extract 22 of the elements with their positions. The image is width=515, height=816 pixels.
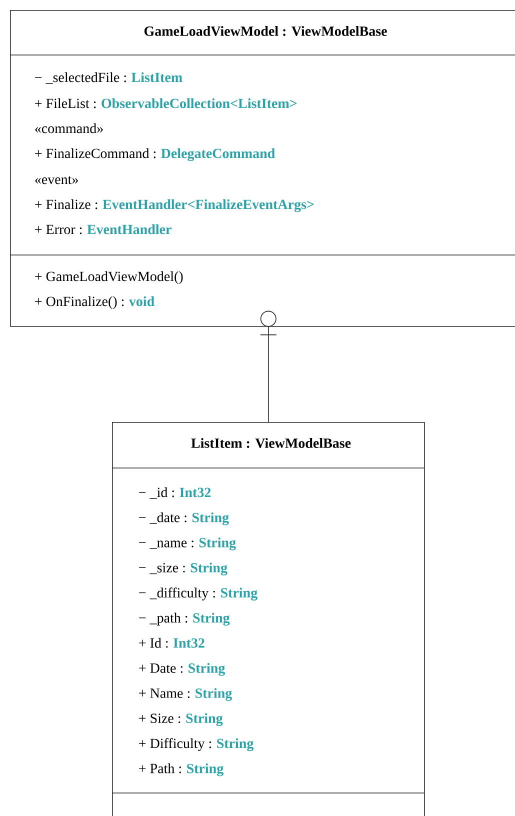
member-row: + Difficulty : String [139, 738, 254, 752]
member-row: − _selectedFile : ListItem [35, 72, 182, 84]
member-row: − _size : String [139, 562, 228, 576]
member-row: − _difficulty : String [139, 588, 258, 600]
member-row: + Size : String [139, 713, 223, 726]
member-row: + Finalize : EventHandler<FinalizeEventArgs> [35, 199, 314, 212]
nesting-connector [260, 310, 277, 422]
member-row: + Date : String [139, 662, 226, 676]
member-row: «event» [35, 176, 78, 184]
member-row: + Error : EventHandler [35, 224, 172, 234]
member-row: + Path : String [139, 763, 224, 776]
member-row: + Name : String [139, 688, 232, 701]
member-row: − _date : String [139, 512, 229, 526]
member-row: − _name : String [139, 537, 236, 550]
member-row: + Id : Int32 [139, 638, 204, 648]
member-row: «command» [35, 123, 103, 134]
member-row: + FileList : ObservableCollection<ListItem> [35, 98, 297, 108]
member-row: + FinalizeCommand : DelegateCommand [35, 148, 275, 162]
member-row: − _id : Int32 [139, 487, 211, 499]
member-row: − _path : String [139, 612, 230, 626]
member-row: + GameLoadViewModel() [35, 271, 183, 284]
member-row: + OnFinalize() : void [35, 296, 154, 309]
